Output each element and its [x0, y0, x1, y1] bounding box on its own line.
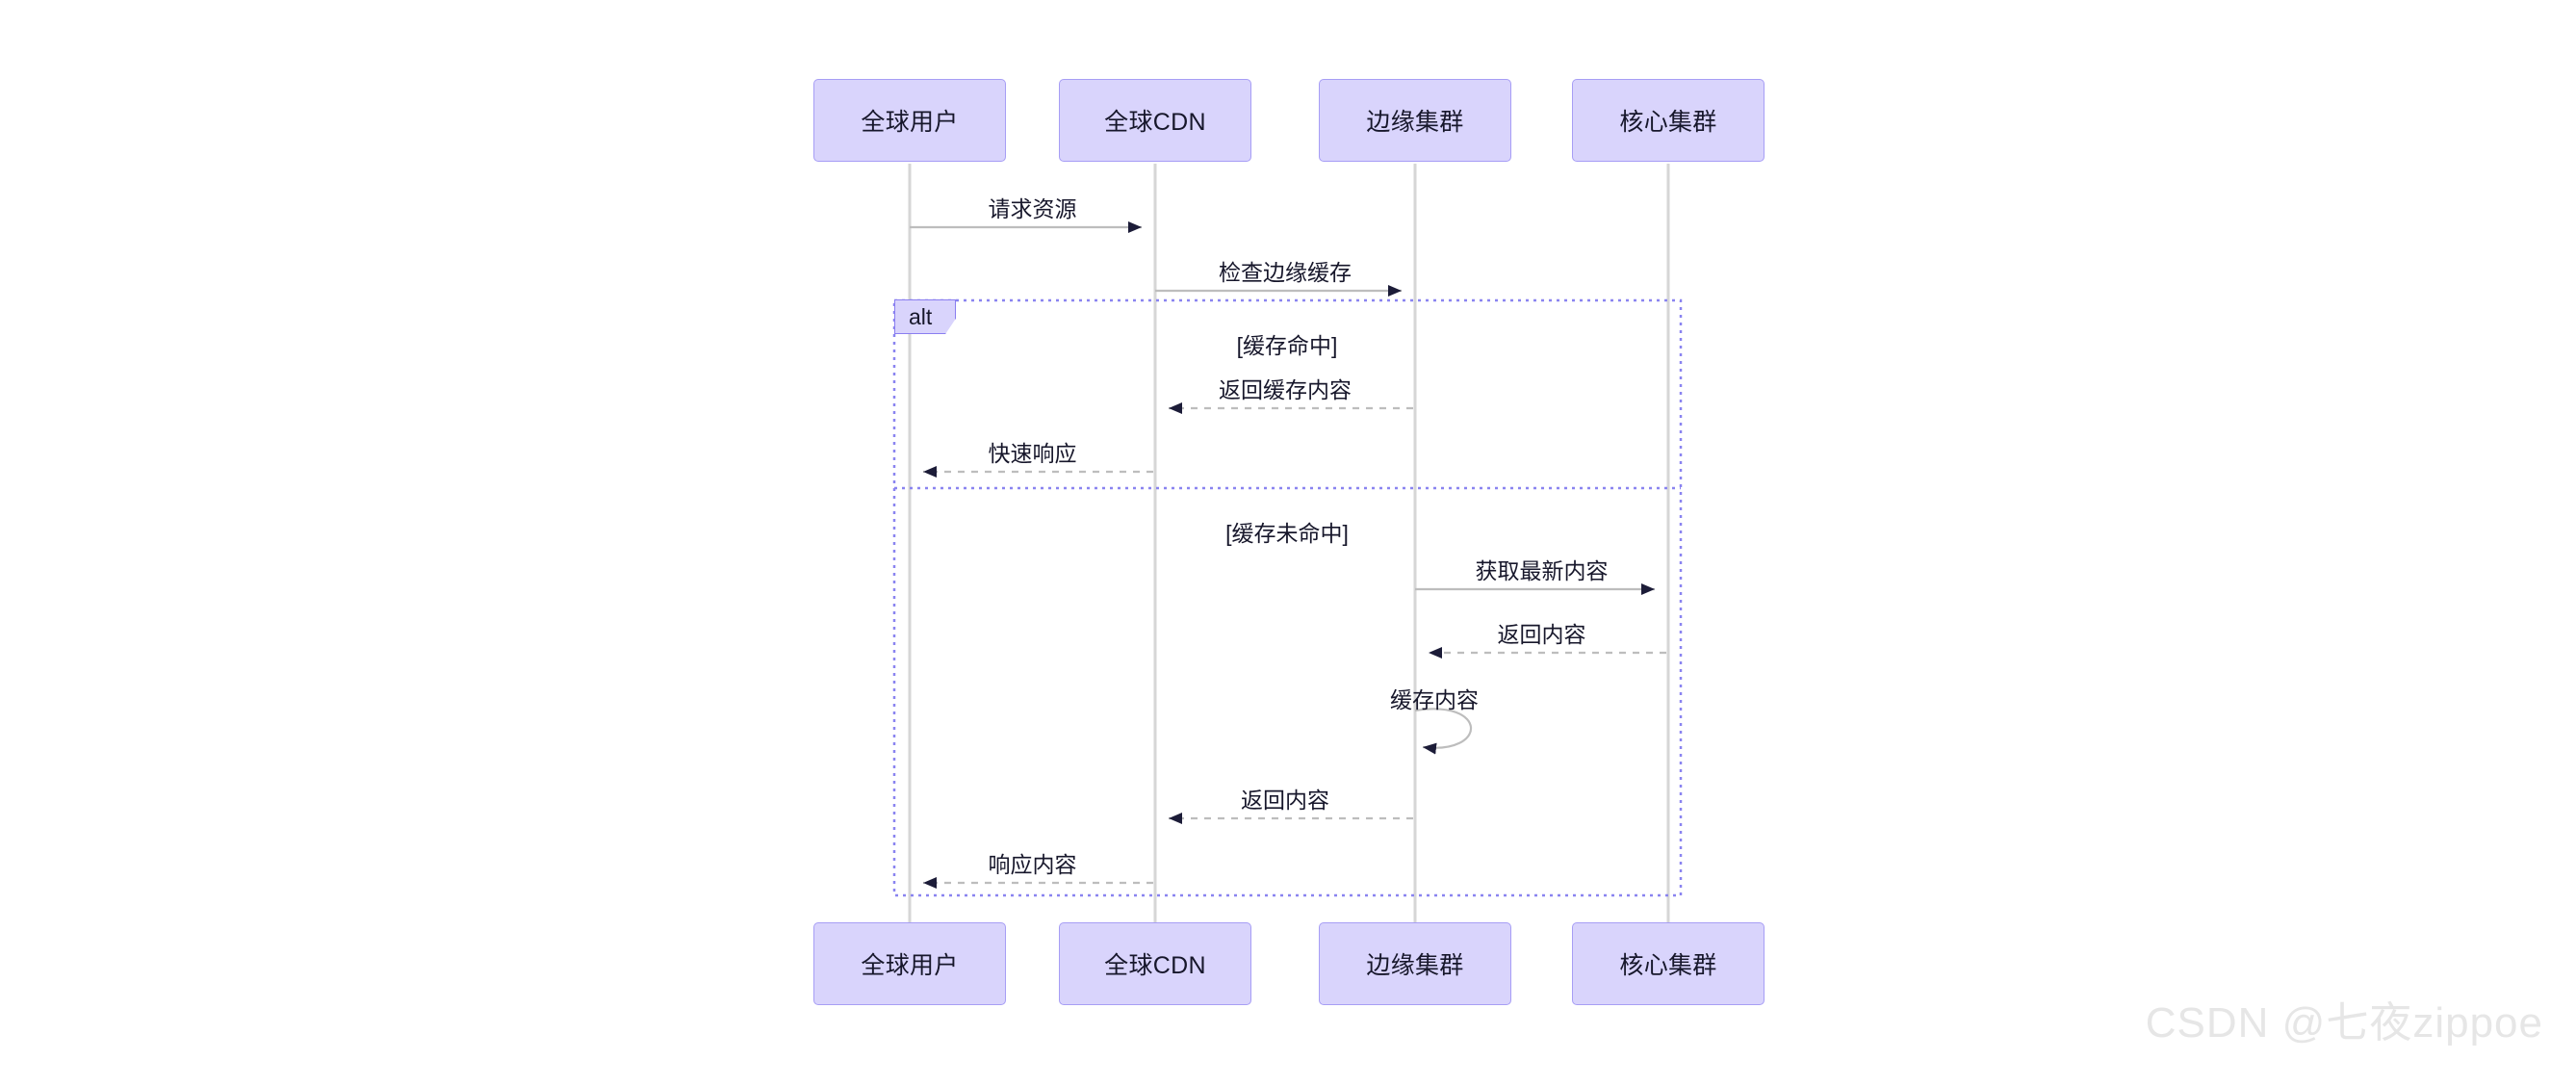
participant-label-core-top: 核心集群: [1619, 109, 1717, 136]
participant-label-cdn-top: 全球CDN: [1104, 109, 1206, 136]
participant-cdn-top[interactable]: 全球CDN: [1059, 79, 1251, 162]
participant-core-bottom[interactable]: 核心集群: [1572, 922, 1765, 1005]
participant-label-edge-bottom: 边缘集群: [1366, 952, 1464, 979]
alt-fragment-tag: alt: [894, 299, 956, 334]
message-label-7: 返回内容: [1241, 788, 1329, 813]
participant-cdn-bottom[interactable]: 全球CDN: [1059, 922, 1251, 1005]
message-label-8: 响应内容: [988, 852, 1077, 877]
participant-user-top[interactable]: 全球用户: [813, 79, 1006, 162]
message-label-1: 检查边缘缓存: [1219, 260, 1352, 285]
alt-fragment-frame: [892, 298, 1683, 897]
message-label-2: 返回缓存内容: [1219, 377, 1352, 402]
alt-branch-condition-1: [缓存未命中]: [1225, 521, 1349, 546]
participant-label-user-top: 全球用户: [861, 109, 959, 136]
message-label-5: 返回内容: [1497, 622, 1586, 647]
message-arrow-6-self: [1414, 708, 1473, 755]
watermark: CSDN @七夜zippoe: [2145, 999, 2543, 1047]
alt-frame-rect: [892, 298, 1683, 897]
alt-branch-condition-0: [缓存命中]: [1236, 333, 1338, 358]
participant-label-edge-top: 边缘集群: [1366, 109, 1464, 136]
message-label-3: 快速响应: [988, 441, 1077, 466]
message-label-0: 请求资源: [988, 196, 1077, 221]
participant-label-user-bottom: 全球用户: [861, 952, 959, 979]
participant-core-top[interactable]: 核心集群: [1572, 79, 1765, 162]
participant-edge-bottom[interactable]: 边缘集群: [1319, 922, 1511, 1005]
participant-user-bottom[interactable]: 全球用户: [813, 922, 1006, 1005]
participant-label-cdn-bottom: 全球CDN: [1104, 952, 1206, 979]
message-label-4: 获取最新内容: [1475, 558, 1609, 583]
message-arrow-group: [910, 221, 1666, 889]
message-label-6: 缓存内容: [1390, 687, 1479, 712]
participant-edge-top[interactable]: 边缘集群: [1319, 79, 1511, 162]
participant-label-core-bottom: 核心集群: [1619, 952, 1717, 979]
alt-tag-label: alt: [909, 303, 933, 329]
